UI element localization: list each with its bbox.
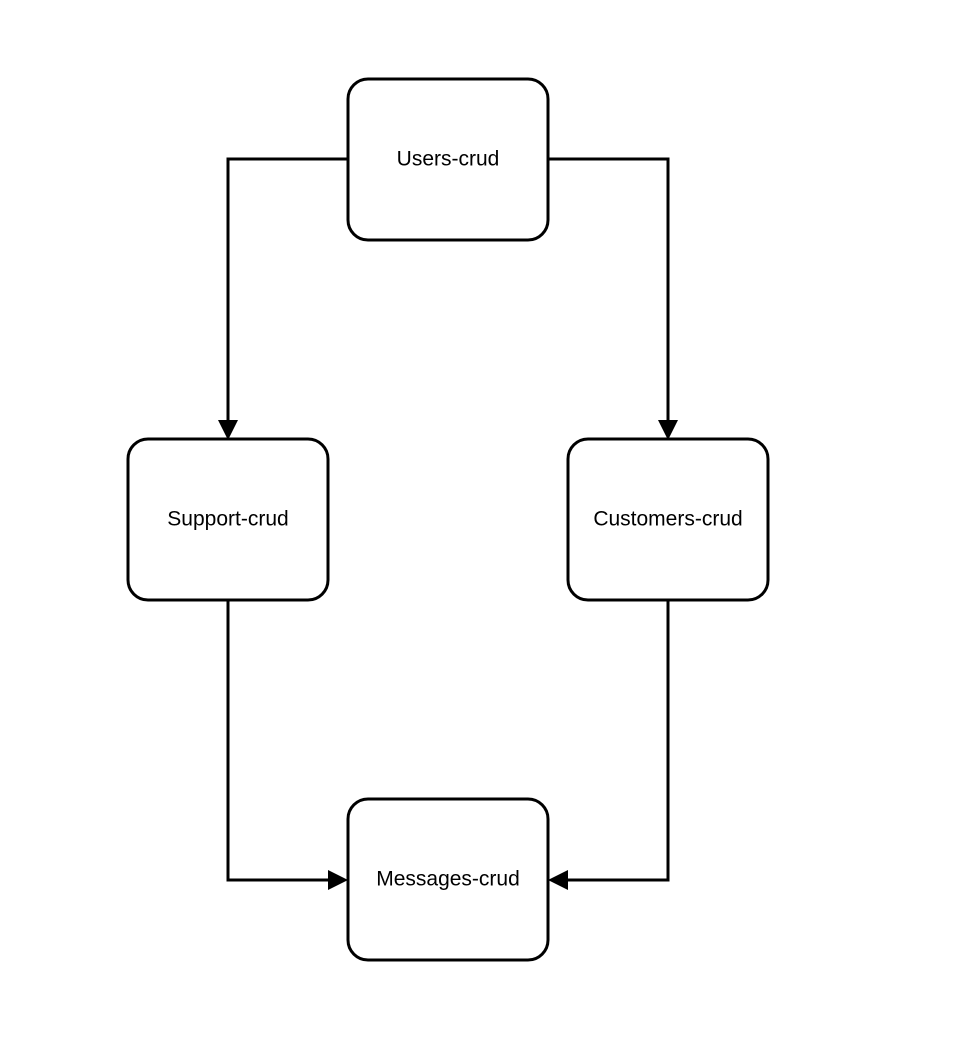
arrow-right-icon	[328, 870, 348, 890]
edge-line	[548, 157, 670, 424]
node-label-support: Support-crud	[167, 508, 288, 531]
edge-line	[564, 600, 670, 882]
node-label-messages: Messages-crud	[376, 868, 520, 891]
edge-users-to-customers	[548, 157, 678, 440]
node-messages[interactable]: Messages-crud	[346, 797, 550, 962]
edges	[218, 157, 678, 890]
edge-support-to-messages	[226, 600, 348, 890]
node-box	[346, 797, 550, 962]
node-box	[126, 437, 330, 602]
node-label-users: Users-crud	[397, 148, 500, 171]
arrow-down-icon	[218, 420, 238, 440]
edge-users-to-support	[218, 157, 348, 440]
arrow-left-icon	[548, 870, 568, 890]
edge-line	[226, 157, 348, 424]
edge-line	[226, 600, 332, 882]
node-label-customers: Customers-crud	[593, 508, 742, 531]
node-customers[interactable]: Customers-crud	[566, 437, 770, 602]
edge-customers-to-messages	[548, 600, 670, 890]
node-support[interactable]: Support-crud	[126, 437, 330, 602]
arrow-down-icon	[658, 420, 678, 440]
node-users[interactable]: Users-crud	[346, 77, 550, 242]
node-box	[566, 437, 770, 602]
node-box	[346, 77, 550, 242]
